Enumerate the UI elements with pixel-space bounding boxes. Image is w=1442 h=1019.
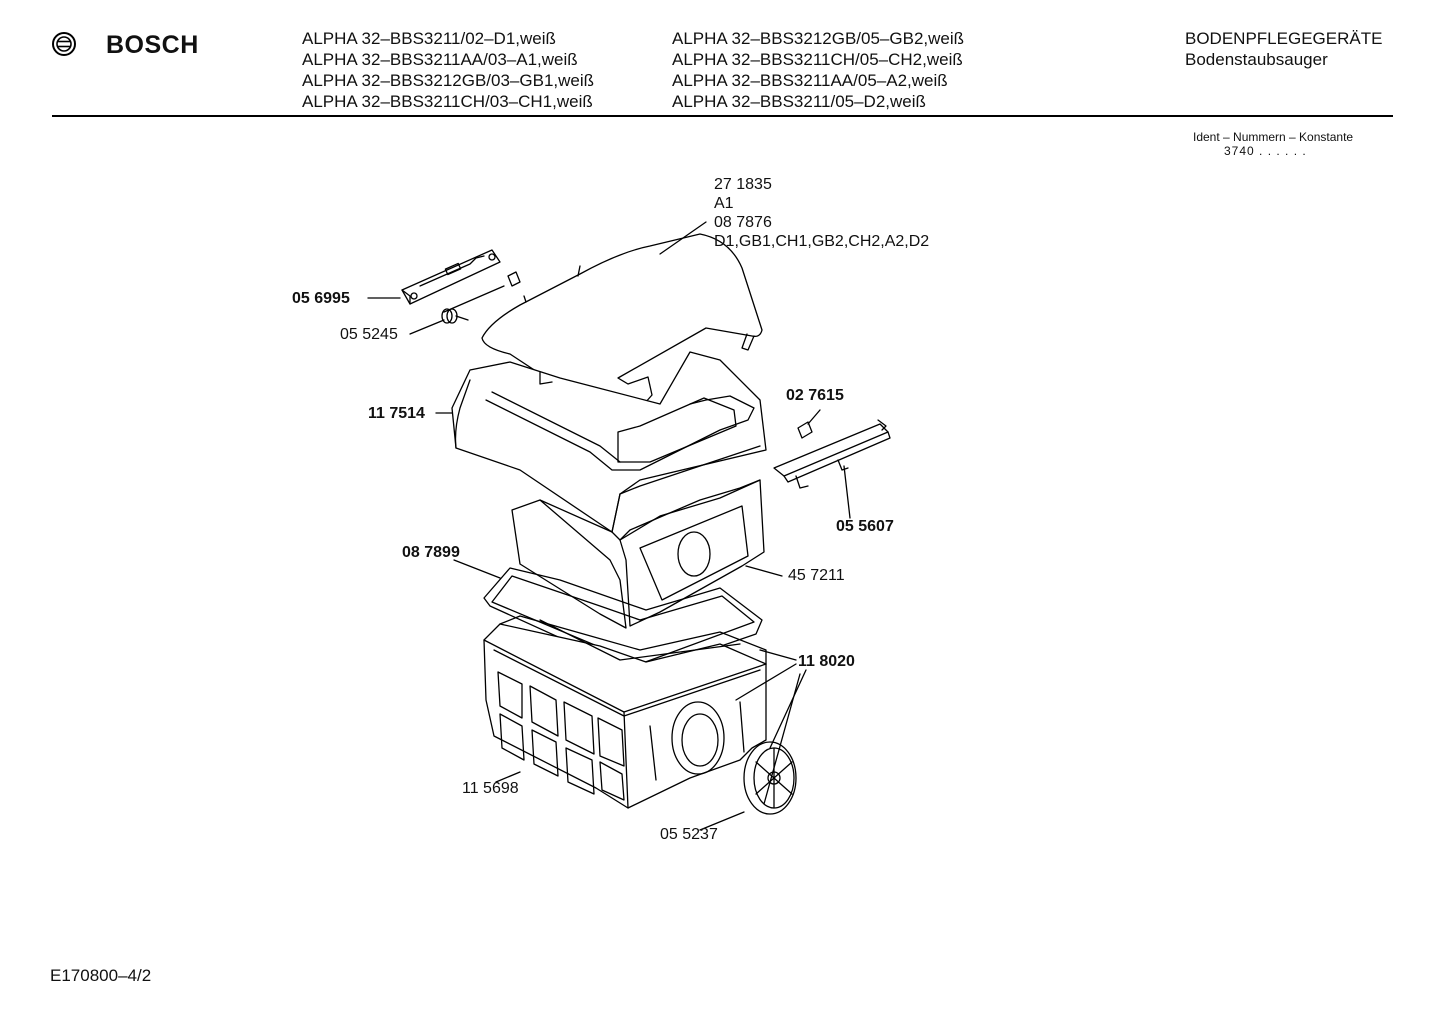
part-label: 08 7876 — [714, 214, 772, 231]
clip-part — [798, 422, 812, 438]
model-line: ALPHA 32–BBS3211/02–D1,weiß — [302, 29, 556, 48]
ident-label: Ident – Nummern – Konstante — [1193, 130, 1354, 144]
part-label: D1,GB1,CH1,GB2,CH2,A2,D2 — [714, 233, 930, 250]
spring-part — [442, 309, 468, 323]
part-label-clip: 02 7615 — [786, 387, 844, 404]
leader-lines — [368, 222, 850, 830]
filter-bag-part — [512, 480, 764, 628]
part-label-wheel: 05 5237 — [660, 826, 718, 843]
header-rule — [52, 115, 1393, 117]
model-line: ALPHA 32–BBS3212GB/05–GB2,weiß — [672, 29, 965, 48]
part-label: A1 — [714, 195, 734, 212]
part-label-top-frame: 11 7514 — [368, 405, 425, 422]
housing-part — [484, 616, 766, 808]
brand-name: BOSCH — [106, 31, 199, 59]
model-line: ALPHA 32–BBS3211CH/03–CH1,weiß — [302, 92, 593, 111]
category-title: BODENPFLEGEGERÄTE — [1185, 29, 1383, 48]
filter-holder-part — [774, 420, 890, 488]
bosch-armature-icon — [52, 32, 76, 56]
model-line: ALPHA 32–BBS3211AA/03–A1,weiß — [302, 50, 578, 69]
model-list-2: ALPHA 32–BBS3212GB/05–GB2,weiß ALPHA 32–… — [672, 28, 964, 112]
model-line: ALPHA 32–BBS3211AA/05–A2,weiß — [672, 71, 948, 90]
part-label: 27 1835 — [714, 176, 772, 193]
document-id: E170800–4/2 — [50, 966, 152, 985]
part-label-wheel-axle: 11 8020 — [798, 653, 855, 670]
ident-code: 3740 . . . . . . — [1224, 144, 1307, 158]
part-label-housing: 11 5698 — [462, 780, 519, 797]
part-label-filter-bag: 45 7211 — [788, 567, 845, 584]
part-label-spring: 05 5245 — [340, 326, 398, 343]
hinge-bracket-part — [402, 250, 520, 312]
bosch-logo: BOSCH — [50, 30, 210, 62]
model-list-1: ALPHA 32–BBS3211/02–D1,weiß ALPHA 32–BBS… — [302, 28, 594, 112]
lid-labels: 27 1835 A1 08 7876 D1,GB1,CH1,GB2,CH2,A2… — [714, 175, 929, 251]
part-label-gasket: 08 7899 — [402, 544, 460, 561]
wheel-part — [744, 742, 796, 814]
model-line: ALPHA 32–BBS3212GB/03–GB1,weiß — [302, 71, 595, 90]
category-block: BODENPFLEGEGERÄTE Bodenstaubsauger — [1185, 28, 1382, 70]
part-label-filter-holder: 05 5607 — [836, 518, 894, 535]
part-label-hinge: 05 6995 — [292, 290, 350, 307]
category-subtitle: Bodenstaubsauger — [1185, 50, 1328, 69]
model-line: ALPHA 32–BBS3211CH/05–CH2,weiß — [672, 50, 963, 69]
model-line: ALPHA 32–BBS3211/05–D2,weiß — [672, 92, 926, 111]
top-frame-part — [452, 352, 766, 532]
